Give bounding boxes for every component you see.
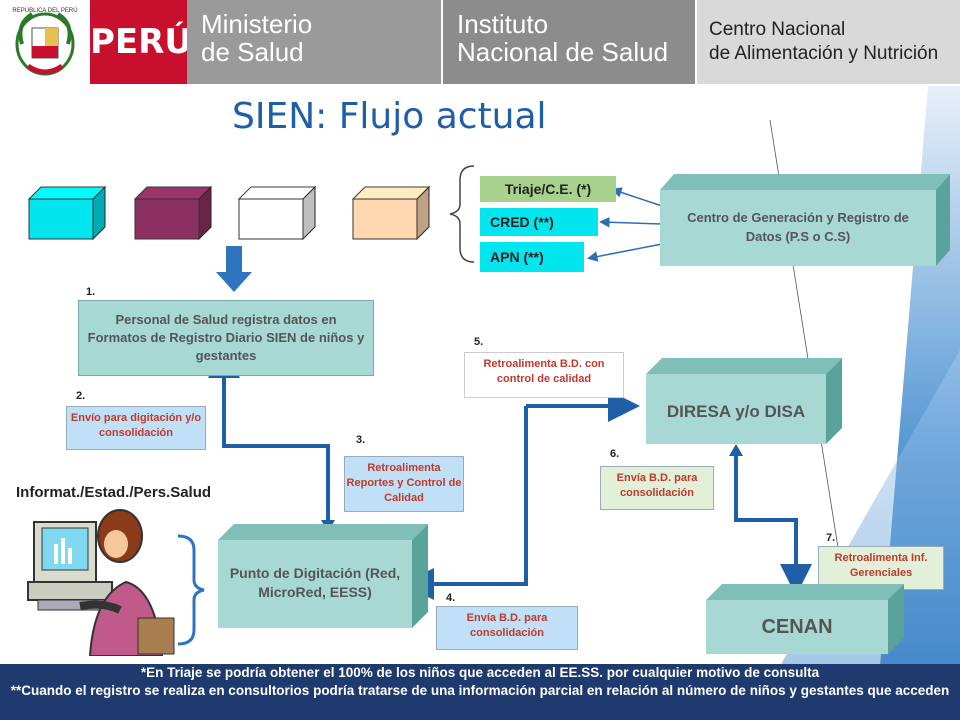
header-bar: REPÚBLICA DEL PERÚ PERÚ Ministerio de Sa… (0, 0, 960, 86)
peru-coat-of-arms-logo: REPÚBLICA DEL PERÚ (0, 0, 90, 84)
diresa-text: DIRESA y/o DISA (666, 402, 806, 421)
centro-generacion-box: Centro de Generación y Registro de Datos… (660, 174, 950, 266)
ministry-logo-text: Ministerio de Salud (187, 0, 441, 84)
personal-salud-box: Personal de Salud registra datos en Form… (78, 300, 374, 376)
down-arrow-icon (216, 246, 252, 292)
step-1-number: 1. (86, 286, 96, 298)
envia-bd-4-box: Envía B.D. para consolidación (436, 606, 578, 650)
tag-apn: APN (**) (480, 242, 584, 272)
center-line-1: Centro Nacional (709, 19, 846, 40)
footer-note-2: **Cuando el registro se realiza en consu… (10, 683, 950, 698)
svg-text:REPÚBLICA DEL PERÚ: REPÚBLICA DEL PERÚ (12, 7, 77, 14)
informat-label: Informat./Estad./Pers.Salud (16, 484, 212, 501)
form-cube-3 (237, 185, 317, 245)
brace (449, 165, 475, 263)
tag-cred: CRED (**) (480, 208, 598, 236)
ministry-line-1: Ministerio (201, 9, 313, 39)
retro-reportes-box: Retroalimenta Reportes y Control de Cali… (344, 456, 464, 512)
form-cube-4 (351, 185, 431, 245)
cenan-text: CENAN (761, 616, 833, 638)
peru-brand: PERÚ (90, 0, 192, 84)
step-2-number: 2. (76, 390, 86, 402)
retro-inf-box: Retroalimenta Inf. Gerenciales (818, 546, 944, 590)
page-title: SIEN: Flujo actual (232, 96, 547, 137)
footer-notes: *En Triaje se podría obtener el 100% de … (0, 664, 960, 720)
step-7-number: 7. (826, 532, 836, 544)
step-6-number: 6. (610, 448, 620, 460)
form-cube-1 (27, 185, 107, 245)
envia-bd-6-box: Envía B.D. para consolidación (600, 466, 714, 510)
step-3-number: 3. (356, 434, 366, 446)
retro-bd-box: Retroalimenta B.D. con control de calida… (464, 352, 624, 398)
centro-generacion-text: Centro de Generación y Registro de Datos… (687, 210, 909, 244)
cenan-box: CENAN (706, 584, 904, 654)
step-5-number: 5. (474, 336, 484, 348)
form-cube-2 (133, 185, 213, 245)
diresa-box: DIRESA y/o DISA (646, 358, 842, 444)
punto-digitacion-text: Punto de Digitación (Red, MicroRed, EESS… (229, 565, 401, 600)
institute-logo-text: Instituto Nacional de Salud (443, 0, 695, 84)
punto-digitacion-box: Punto de Digitación (Red, MicroRed, EESS… (218, 524, 428, 628)
tag-triaje: Triaje/C.E. (*) (480, 176, 616, 202)
footer-note-1: *En Triaje se podría obtener el 100% de … (140, 665, 820, 680)
person-computer-icon (20, 508, 180, 657)
envio-digitacion-box: Envío para digitación y/o consolidación (66, 406, 206, 450)
center-logo-text: Centro Nacional de Alimentación y Nutric… (697, 0, 960, 84)
ministry-line-2: de Salud (201, 37, 304, 67)
center-line-2: de Alimentación y Nutrición (709, 43, 939, 64)
institute-line-2: Nacional de Salud (457, 37, 669, 67)
person-brace (177, 534, 205, 646)
institute-line-1: Instituto (457, 9, 549, 39)
step-4-number: 4. (446, 592, 456, 604)
